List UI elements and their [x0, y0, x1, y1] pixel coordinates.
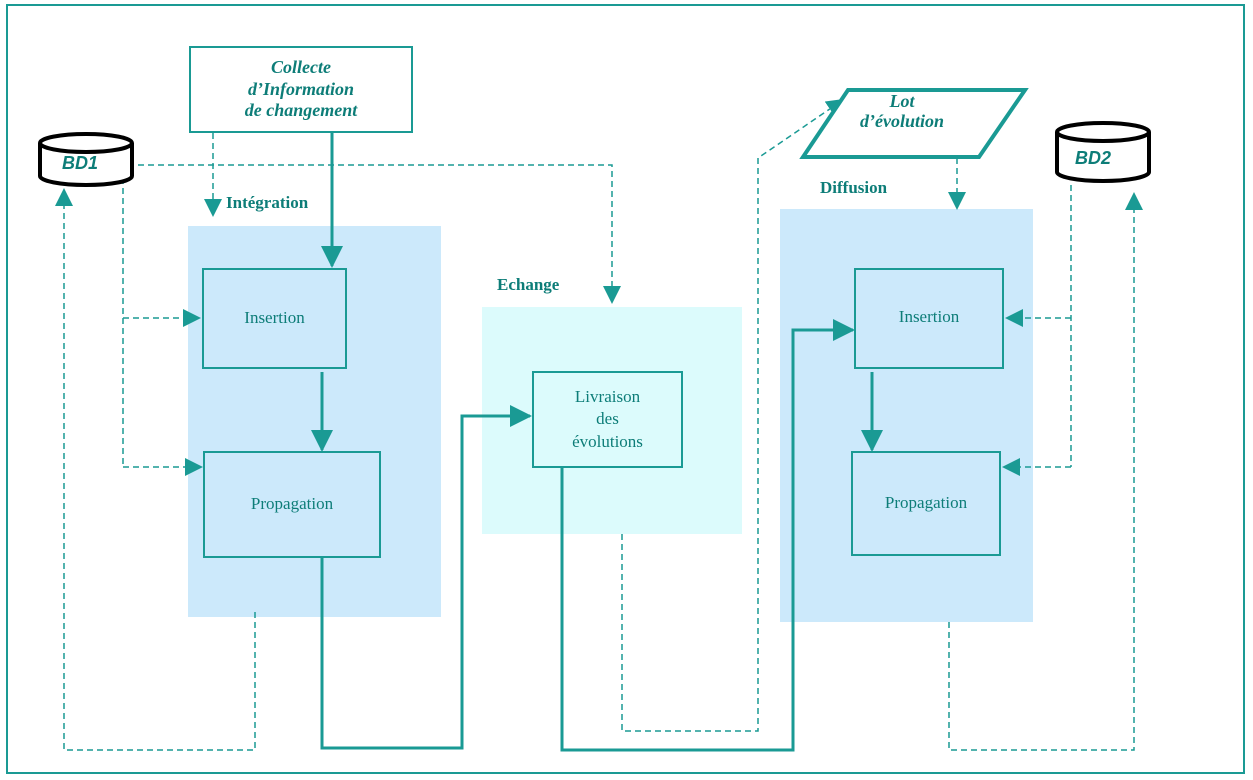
collecte-line2: d’Information	[247, 78, 355, 99]
lot-label: Lot d’évolution	[832, 91, 972, 132]
solid-propagation-to-livraison	[320, 405, 532, 750]
bd2-cylinder-icon	[1055, 121, 1151, 183]
dashed-diffusion-to-bd2	[948, 192, 1143, 751]
livraison-line2: des	[596, 409, 619, 429]
diffusion-propagation-box: Propagation	[851, 451, 1001, 556]
echange-title: Echange	[497, 275, 560, 294]
dashed-integration-to-bd1	[55, 188, 256, 751]
lot-line2: d’évolution	[860, 110, 944, 131]
dashed-bd1-to-echange	[138, 164, 621, 304]
livraison-box: Livraison des évolutions	[532, 371, 683, 468]
diffusion-title: Diffusion	[820, 178, 888, 197]
collecte-box: Collecte d’Information de changement	[189, 46, 413, 133]
integration-insertion-label: Insertion	[244, 308, 305, 328]
bd1-label: BD1	[62, 153, 99, 173]
collecte-line3: de changement	[244, 100, 358, 121]
bd2-label: BD2	[1075, 148, 1112, 168]
diffusion-insertion-box: Insertion	[854, 268, 1004, 369]
collecte-line1: Collecte	[271, 57, 331, 78]
integration-propagation-box: Propagation	[203, 451, 381, 558]
diffusion-propagation-label: Propagation	[884, 493, 968, 513]
livraison-line1: Livraison	[574, 387, 641, 407]
diagram-frame	[6, 4, 1245, 774]
dashed-echange-to-lot	[621, 98, 845, 732]
livraison-line3: évolutions	[572, 431, 643, 451]
integration-propagation-label: Propagation	[250, 494, 334, 514]
lot-parallelogram	[799, 88, 1029, 159]
diffusion-insertion-label: Insertion	[898, 307, 960, 326]
integration-title: Intégration	[226, 193, 309, 212]
bd1-cylinder-icon	[38, 132, 134, 187]
integration-insertion-box: Insertion	[202, 268, 347, 369]
lot-line1: Lot	[889, 91, 915, 111]
solid-livraison-to-diffusion-insertion	[560, 319, 855, 752]
